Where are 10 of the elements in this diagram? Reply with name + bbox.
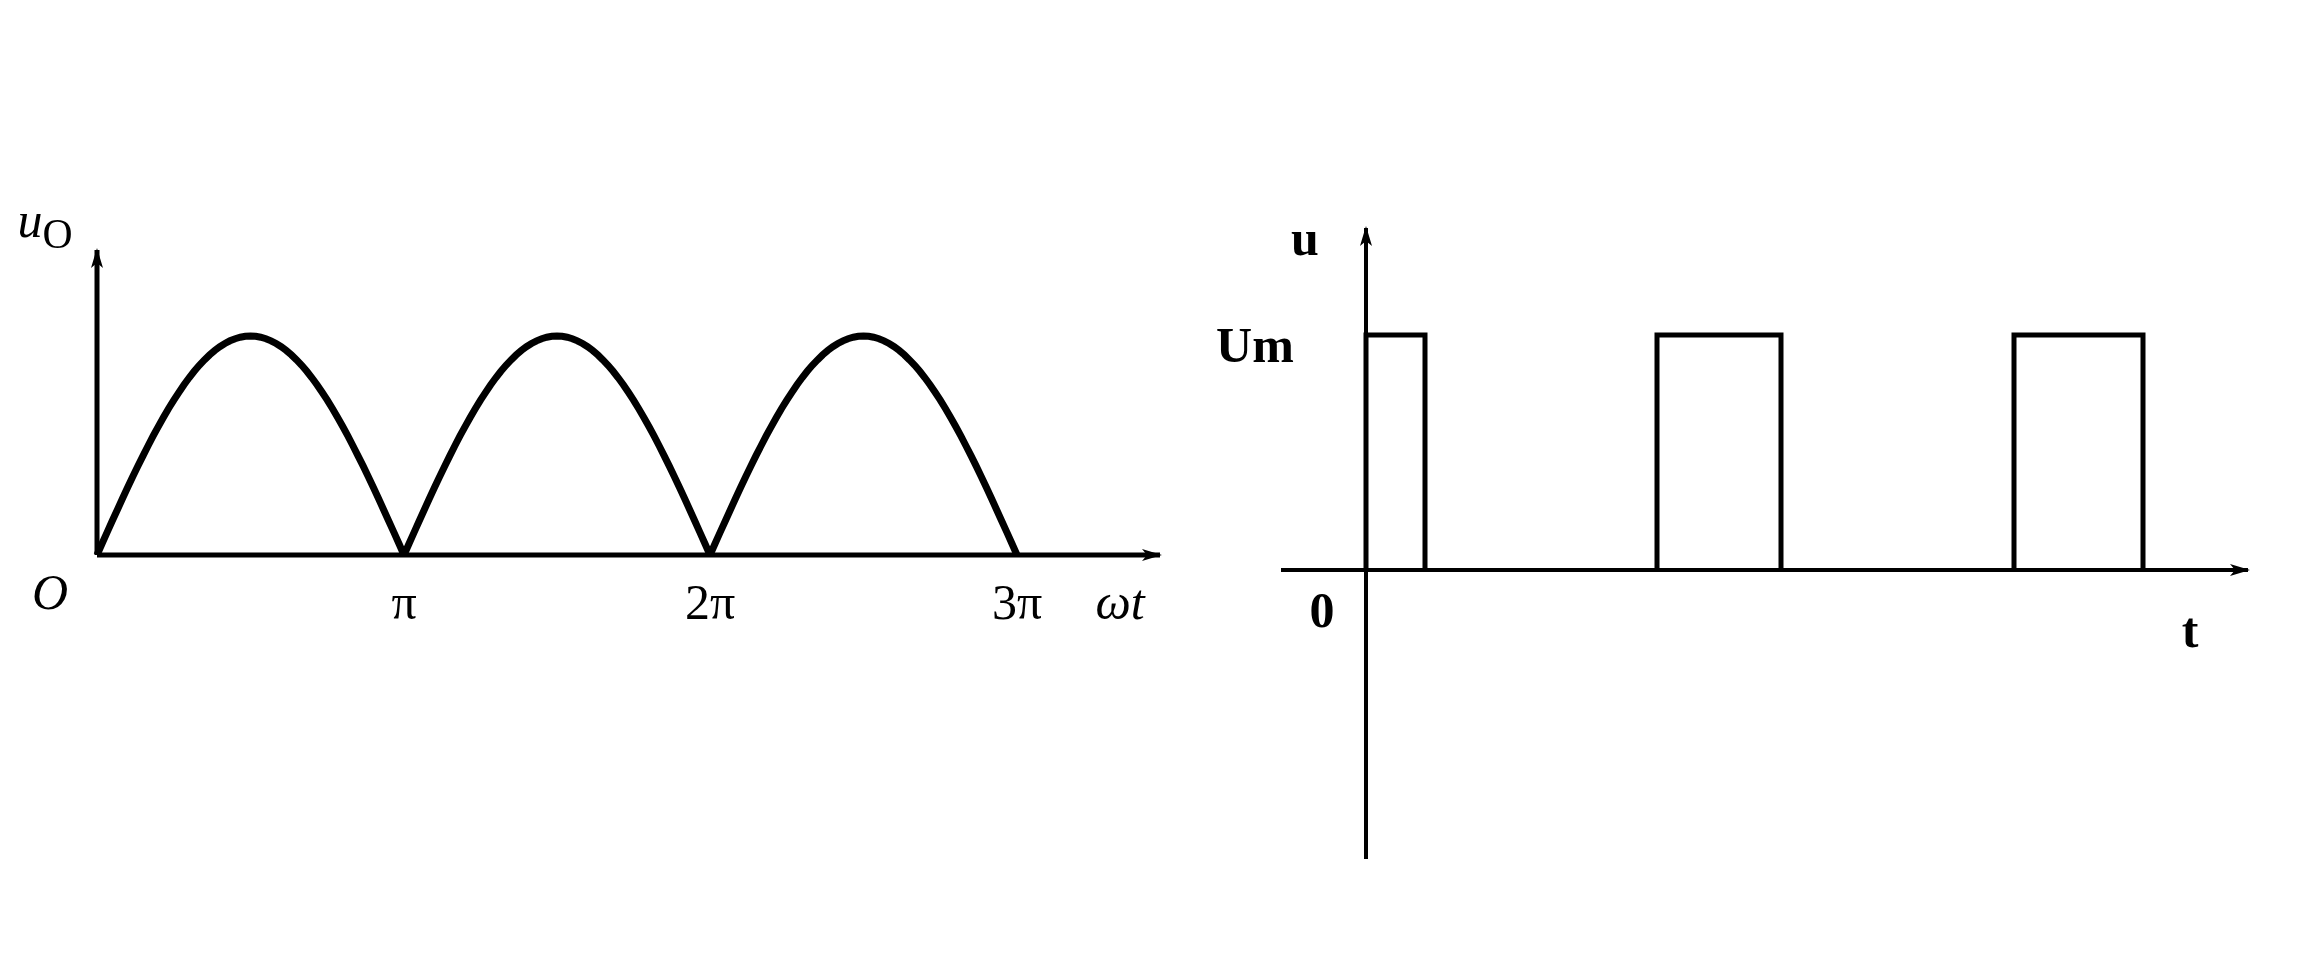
tick-label: Um (1216, 320, 1294, 370)
axis-label: u$_{O}$ (17, 194, 73, 256)
origin-label: 0 (1309, 585, 1335, 635)
tick-label: π (391, 577, 417, 627)
axis-label: t (2181, 605, 2199, 655)
tick-label: 3π (991, 577, 1043, 627)
tick-label: 2π (684, 577, 736, 627)
axis-label: ωt (1095, 577, 1145, 627)
origin-label: O (31, 567, 69, 617)
axis-label: u (1291, 213, 1319, 263)
